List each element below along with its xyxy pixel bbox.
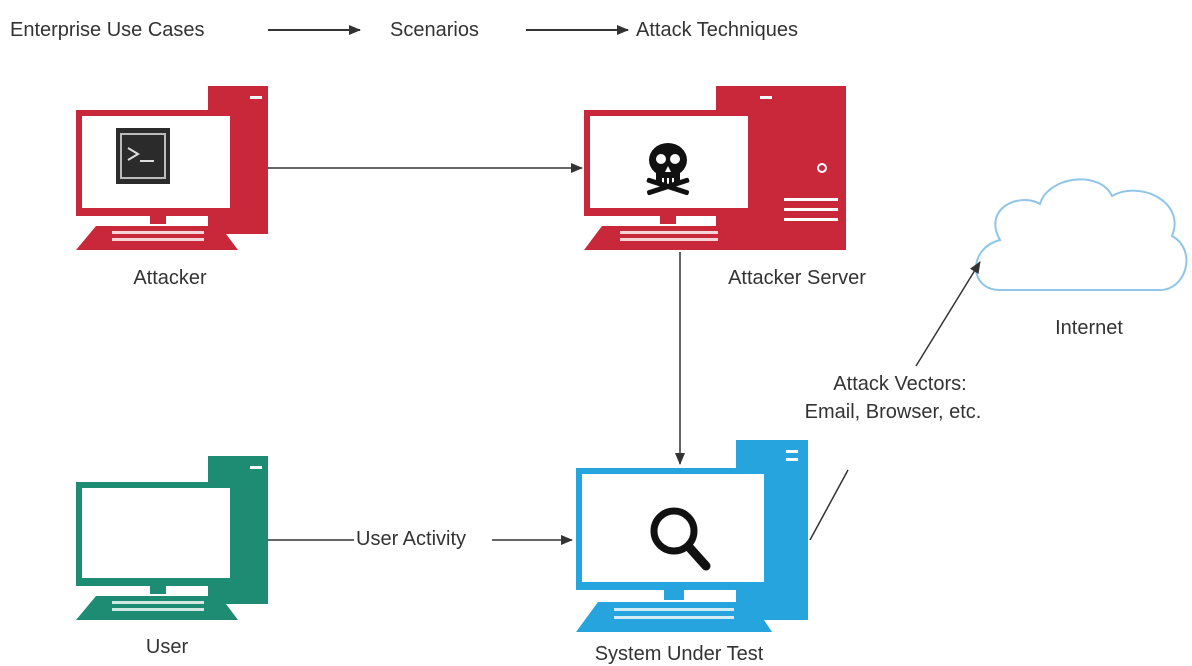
terminal-icon [116, 128, 170, 184]
internet-label: Internet [1055, 317, 1123, 339]
cloud-icon [975, 178, 1188, 292]
attacker-server-icon [584, 86, 846, 250]
user-activity-label: User Activity [356, 528, 467, 550]
attack-vectors-label-line2: Email, Browser, etc. [804, 401, 982, 423]
header-step-scenarios: Scenarios [390, 19, 479, 41]
sut-to-internet-line [809, 469, 849, 541]
attacker-label: Attacker [133, 267, 207, 289]
attack-vectors-label-line1: Attack Vectors: [833, 373, 967, 395]
skull-icon [646, 143, 690, 196]
system-under-test-icon [576, 440, 808, 632]
header-step-enterprise-use-cases: Enterprise Use Cases [10, 19, 205, 41]
header-step-attack-techniques: Attack Techniques [636, 19, 798, 41]
sut-to-internet-arrow [915, 261, 981, 367]
user-label: User [145, 636, 189, 658]
attacker-server-label: Attacker Server [728, 267, 866, 289]
magnifier-icon [650, 507, 711, 571]
user-computer-icon [76, 456, 268, 620]
attacker-computer-icon [76, 86, 268, 250]
system-under-test-label: System Under Test [594, 643, 764, 665]
